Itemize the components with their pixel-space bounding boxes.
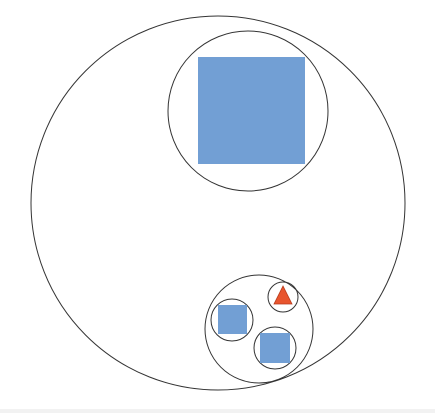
- large-square: [198, 57, 305, 164]
- right-bottom-small-square: [260, 333, 290, 363]
- top-circle: [167, 30, 329, 192]
- left-small-square: [218, 305, 247, 334]
- right-bottom-inner-circle: [253, 326, 297, 370]
- bottom-band: [0, 409, 435, 413]
- outer-circle: [30, 15, 406, 391]
- right-top-inner-circle: [267, 281, 299, 313]
- left-inner-circle: [210, 298, 254, 342]
- red-triangle: [273, 285, 293, 305]
- small-group-circle: [204, 274, 314, 384]
